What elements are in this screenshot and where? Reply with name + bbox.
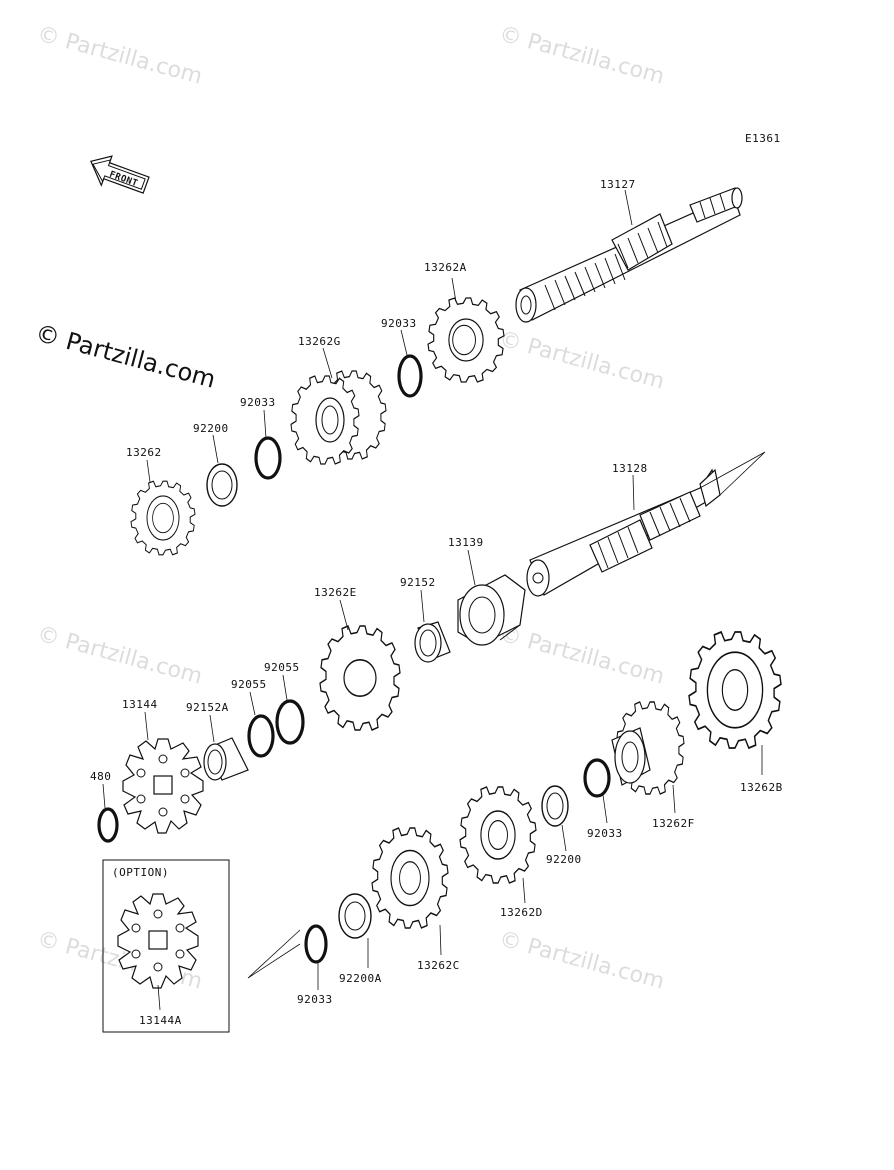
watermark-text: © Partzilla.com — [496, 327, 666, 395]
gear-13262 — [130, 480, 196, 556]
axis-arrow-bottom — [247, 929, 301, 979]
sprocket-13144 — [122, 738, 204, 834]
part-label-13262F: 13262F — [652, 817, 695, 830]
watermark-text: © Partzilla.com — [34, 622, 204, 690]
gear-13262A — [427, 297, 505, 383]
option-label: (OPTION) — [112, 866, 169, 879]
part-label-13262: 13262 — [126, 446, 162, 459]
output-shaft-13127 — [515, 187, 743, 323]
part-label-13262A: 13262A — [424, 261, 467, 274]
part-label-92152: 92152 — [400, 576, 436, 589]
gear-13262C — [371, 827, 449, 929]
gear-13262D — [459, 786, 537, 884]
part-label-92055: 92055 — [264, 661, 300, 674]
watermark-text: © Partzilla.com — [496, 622, 666, 690]
gear-13262E — [319, 625, 401, 731]
washer-92200A — [338, 893, 372, 939]
part-label-92200: 92200 — [193, 422, 229, 435]
oring-92055-b — [247, 714, 275, 758]
part-label-92033: 92033 — [381, 317, 417, 330]
drive-shaft-13128 — [526, 451, 766, 597]
part-label-13262G: 13262G — [298, 335, 341, 348]
part-label-92200: 92200 — [546, 853, 582, 866]
part-label-92033: 92033 — [240, 396, 276, 409]
part-label-13127: 13127 — [600, 178, 636, 191]
part-label-13262D: 13262D — [500, 906, 543, 919]
circlip-92033-top — [397, 354, 423, 398]
part-label-13144A: 13144A — [139, 1014, 182, 1027]
option-box: (OPTION) — [102, 859, 230, 1033]
watermark-text: © Partzilla.com — [34, 22, 204, 90]
part-label-92033: 92033 — [587, 827, 623, 840]
part-label-92055: 92055 — [231, 678, 267, 691]
part-label-92152A: 92152A — [186, 701, 229, 714]
part-label-13262E: 13262E — [314, 586, 357, 599]
leader-lines — [102, 189, 763, 1011]
washer-92200-right — [541, 785, 569, 827]
watermark-large-text: © Partzilla.com — [32, 319, 218, 394]
watermark-text: © Partzilla.com — [496, 927, 666, 995]
oring-92055-a — [275, 699, 305, 745]
part-label-480: 480 — [90, 770, 111, 783]
washer-92200-top — [206, 463, 238, 507]
diagram-code: E1361 — [745, 132, 781, 145]
gear-13262B — [688, 631, 782, 749]
part-label-92033: 92033 — [297, 993, 333, 1006]
part-label-13262C: 13262C — [417, 959, 460, 972]
sprocket-13144A — [117, 893, 199, 989]
circlip-480 — [97, 807, 119, 843]
front-arrow-icon: FRONT — [90, 155, 150, 194]
part-label-13262B: 13262B — [740, 781, 783, 794]
watermark-group: © Partzilla.com © Partzilla.com © Partzi… — [34, 22, 666, 995]
gear-13262F — [611, 701, 685, 795]
part-label-13128: 13128 — [612, 462, 648, 475]
part-label-92200A: 92200A — [339, 972, 382, 985]
circlip-92033-bottom — [304, 924, 328, 964]
bushing-92152 — [414, 621, 451, 663]
part-labels: 13127 13262A 92033 13262G 92033 92200 13… — [90, 178, 783, 1027]
collar-13139 — [457, 574, 526, 646]
part-label-13139: 13139 — [448, 536, 484, 549]
circlip-92033-right — [583, 758, 611, 798]
circlip-92033-mid — [254, 436, 282, 480]
gear-13262G — [290, 370, 387, 465]
part-label-13144: 13144 — [122, 698, 158, 711]
collar-92152A — [203, 737, 249, 781]
watermark-text: © Partzilla.com — [496, 22, 666, 90]
